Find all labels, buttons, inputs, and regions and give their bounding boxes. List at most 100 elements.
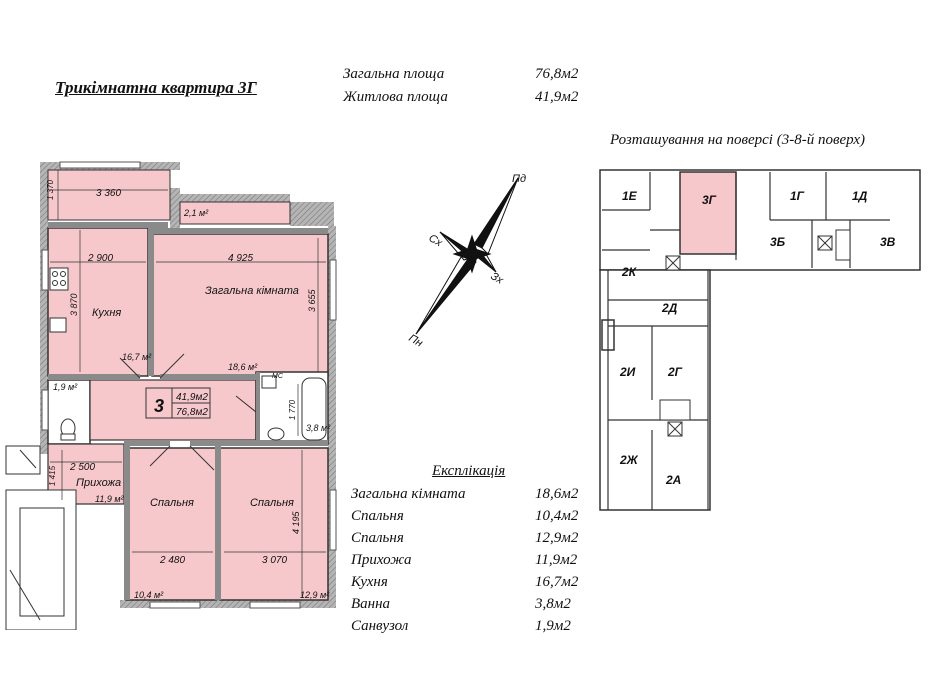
outer-wall bbox=[180, 194, 290, 202]
key-label: 2И bbox=[619, 365, 636, 379]
key-label-highlight: 3Г bbox=[702, 193, 717, 207]
expl-label: Прихожа bbox=[351, 552, 412, 568]
area-wc: 1,9 м² bbox=[53, 382, 78, 392]
key-label: 3В bbox=[880, 235, 896, 249]
inner-wall bbox=[148, 228, 154, 376]
key-label: 2Ж bbox=[619, 453, 639, 467]
total-area-label: Загальна площа bbox=[343, 66, 445, 82]
living-area-row: Житлова площа bbox=[343, 89, 448, 106]
apartment-floor-plan: 3 360 1 370 2 900 4 925 3 870 3 655 1 77… bbox=[5, 161, 337, 630]
label-bedroom1: Спальня bbox=[150, 497, 194, 509]
bedroom1-room bbox=[125, 447, 217, 601]
dim-kitchen-height: 3 870 bbox=[69, 293, 79, 316]
expl-value: 1,9м2 bbox=[535, 618, 571, 634]
area-living: 18,6 м² bbox=[228, 362, 258, 372]
badge-total-area: 76,8м2 bbox=[176, 407, 208, 418]
compass-north: Пн bbox=[407, 332, 425, 349]
dim-living-height: 3 655 bbox=[307, 288, 317, 312]
dim-bedroom1-width: 2 480 bbox=[159, 555, 185, 566]
compass-rose: Пд Сх Зх Пн bbox=[407, 173, 527, 350]
area-balcony: 2,1 м² bbox=[183, 208, 209, 218]
outer-wall bbox=[328, 226, 336, 606]
dimension-lines bbox=[50, 170, 326, 598]
compass-south: Пд bbox=[512, 173, 526, 185]
compass-west: Зх bbox=[489, 270, 506, 287]
key-plan-highlight-3g bbox=[679, 171, 737, 255]
expl-value: 10,4м2 bbox=[535, 508, 579, 524]
key-label: 3Б bbox=[770, 235, 786, 249]
expl-label: Санвузол bbox=[351, 618, 409, 634]
key-plan-walls bbox=[599, 169, 921, 511]
windows bbox=[41, 161, 337, 609]
door-swings bbox=[119, 353, 257, 471]
dim-bedroom2-width: 3 070 bbox=[262, 555, 287, 566]
expl-value: 18,6м2 bbox=[535, 486, 579, 502]
living-area-label: Житлова площа bbox=[343, 89, 448, 105]
inner-wall bbox=[48, 222, 168, 228]
key-plan-shafts bbox=[659, 229, 851, 437]
label-living: Загальна кімната bbox=[205, 285, 299, 297]
key-label: 2Г bbox=[667, 365, 683, 379]
loggia bbox=[179, 201, 291, 225]
dim-top-height: 1 370 bbox=[46, 179, 55, 200]
label-kitchen: Кухня bbox=[92, 307, 121, 319]
expl-label: Кухня bbox=[351, 574, 388, 590]
inner-wall bbox=[160, 374, 256, 380]
inner-wall bbox=[48, 374, 140, 380]
area-bath: 3,8 м² bbox=[306, 423, 331, 433]
wm-label: МС bbox=[272, 373, 284, 380]
dim-kitchen-width: 2 900 bbox=[87, 253, 113, 264]
outer-wall bbox=[120, 600, 336, 608]
total-area-value: 76,8м2 bbox=[535, 66, 579, 82]
dim-hall-width: 2 500 bbox=[69, 462, 95, 473]
living-room bbox=[151, 233, 329, 377]
key-label: 2К bbox=[621, 265, 638, 279]
fixtures bbox=[49, 267, 327, 441]
total-area-row: Загальна площа bbox=[343, 66, 444, 83]
inner-wall bbox=[256, 372, 260, 444]
explication-title: Експлікація bbox=[432, 463, 506, 479]
balcony-top bbox=[47, 169, 171, 221]
dim-hall-height: 1 415 bbox=[48, 465, 57, 486]
dim-living-width: 4 925 bbox=[228, 253, 253, 264]
label-bedroom2: Спальня bbox=[250, 497, 294, 509]
area-hall: 11,9 м² bbox=[95, 494, 125, 504]
inner-wall bbox=[124, 440, 130, 600]
area-kitchen: 16,7 м² bbox=[122, 352, 152, 362]
expl-value: 11,9м2 bbox=[535, 552, 578, 568]
key-label: 2Д bbox=[661, 301, 678, 315]
outer-wall bbox=[170, 188, 180, 228]
dim-bath-height: 1 770 bbox=[288, 399, 297, 420]
expl-value: 3,8м2 bbox=[535, 596, 571, 612]
staircase bbox=[5, 445, 77, 630]
dim-bedroom-height: 4 195 bbox=[291, 510, 301, 534]
apartment-badge: 3 41,9м2 76,8м2 bbox=[145, 387, 211, 419]
area-bedroom1: 10,4 м² bbox=[134, 590, 164, 600]
compass-arrows bbox=[415, 177, 519, 335]
inner-wall bbox=[130, 440, 170, 446]
expl-label: Ванна bbox=[351, 596, 391, 612]
dim-top-width: 3 360 bbox=[96, 188, 121, 199]
key-label: 1Е bbox=[622, 189, 638, 203]
label-hall: Прихожа bbox=[76, 477, 121, 489]
living-area-value: 41,9м2 bbox=[535, 89, 579, 105]
expl-label: Спальня bbox=[351, 508, 404, 524]
inner-wall bbox=[152, 228, 328, 234]
outer-wall bbox=[290, 202, 334, 226]
area-bedroom2: 12,9 м² bbox=[300, 590, 330, 600]
key-label: 2А bbox=[665, 473, 681, 487]
badge-living-area: 41,9м2 bbox=[176, 392, 208, 403]
key-plan-partitions bbox=[602, 172, 890, 510]
bedroom2-room bbox=[219, 447, 329, 601]
apt-number: 3 bbox=[154, 396, 164, 416]
key-label: 1Г bbox=[790, 189, 805, 203]
floor-location-title: Розташування на поверсі (3-8-й поверх) bbox=[610, 132, 865, 148]
key-label: 1Д bbox=[852, 189, 868, 203]
apartment-title: Трикімнатна квартира 3Г bbox=[55, 78, 257, 97]
outer-wall bbox=[40, 162, 48, 446]
expl-value: 16,7м2 bbox=[535, 574, 579, 590]
expl-label: Спальня bbox=[351, 530, 404, 546]
floor-key-plan: 1Е 3Г 1Г 1Д 2К 3Б 3В 2Д 2И 2Г 2Ж 2А bbox=[599, 169, 921, 511]
inner-wall bbox=[215, 440, 221, 600]
expl-label: Загальна кімната bbox=[351, 486, 466, 502]
